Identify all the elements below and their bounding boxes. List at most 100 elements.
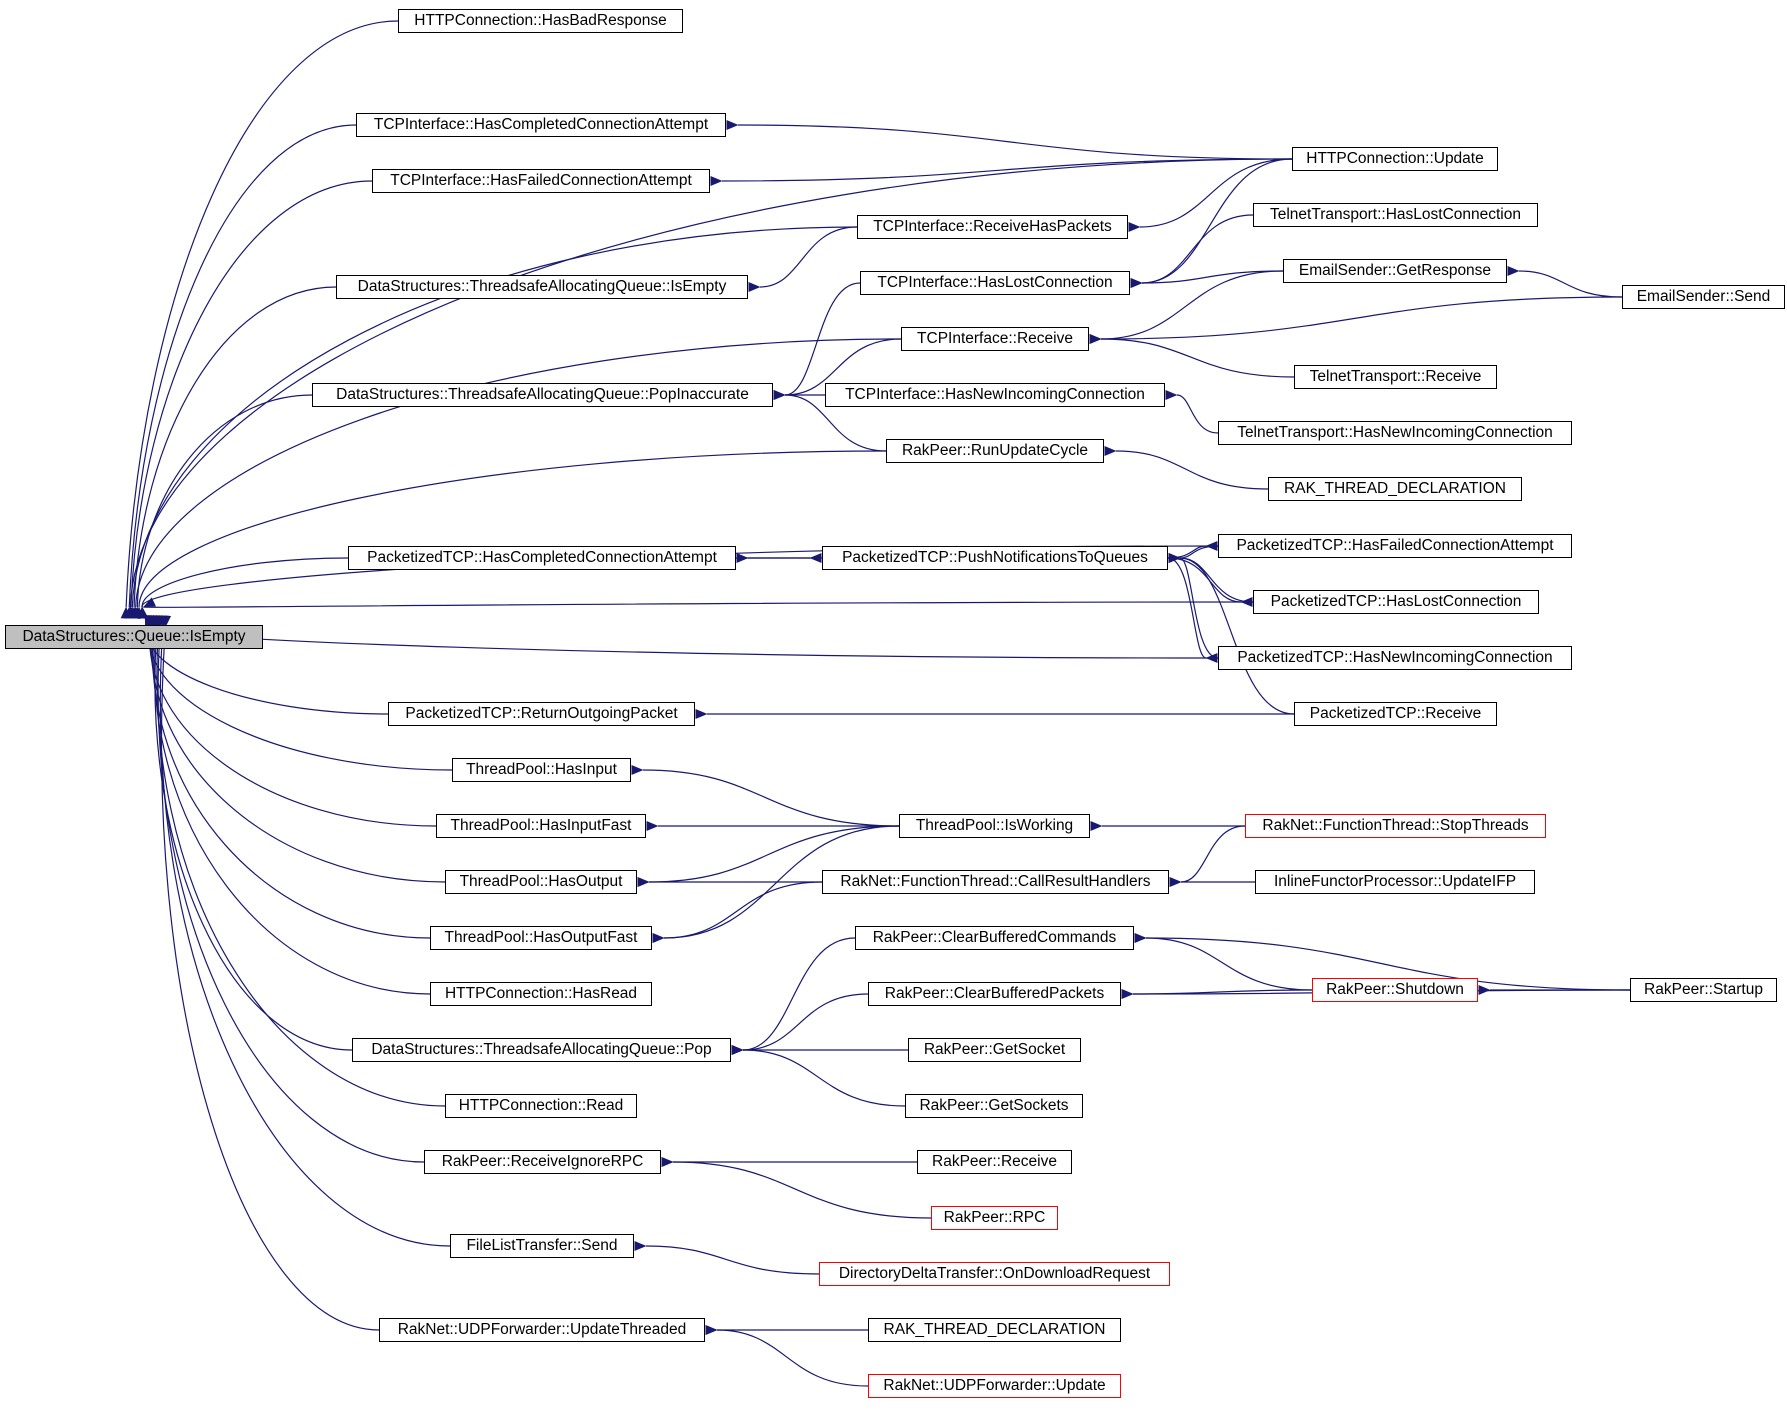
edge-ft-stopthreads-to-ft-callresult (1169, 825, 1246, 888)
edge-hc-read-to-root (154, 615, 446, 1107)
edge-hc-hasread-to-root (151, 615, 431, 995)
edge-rak-receiveignorerpc-to-root (156, 615, 425, 1163)
node-tt-receive[interactable]: TelnetTransport::Receive (1294, 365, 1497, 389)
node-rak-clearcmds[interactable]: RakPeer::ClearBufferedCommands (855, 926, 1134, 950)
edge-rak-shutdown-to-rak-clearcmds (1134, 932, 1313, 991)
edge-tcp-hasfailed-to-root (125, 180, 373, 619)
edge-ptcp-pushnotif-to-ptcp-hasnewincoming (1167, 557, 1218, 664)
edge-rak-getsockets-to-tsaq-pop (731, 1044, 906, 1107)
node-ft-callresult[interactable]: RakNet::FunctionThread::CallResultHandle… (822, 870, 1169, 894)
node-tp-hasinputfast[interactable]: ThreadPool::HasInputFast (436, 814, 646, 838)
node-ptcp-haslost[interactable]: PacketizedTCP::HasLostConnection (1253, 590, 1539, 614)
node-ptcp-returnoutgoing[interactable]: PacketizedTCP::ReturnOutgoingPacket (388, 702, 695, 726)
node-rak-clearpackets[interactable]: RakPeer::ClearBufferedPackets (868, 982, 1121, 1006)
node-rak-getsockets[interactable]: RakPeer::GetSockets (905, 1094, 1083, 1118)
node-ddt-ondownload[interactable]: DirectoryDeltaTransfer::OnDownloadReques… (819, 1262, 1170, 1286)
node-flt-send[interactable]: FileListTransfer::Send (450, 1234, 634, 1258)
node-udpf-updatethreaded[interactable]: RakNet::UDPForwarder::UpdateThreaded (379, 1318, 705, 1342)
edge-tp-hasoutput-to-root (147, 615, 446, 883)
edge-ptcp-haslost-to-root (142, 596, 1254, 608)
node-rak-receive[interactable]: RakPeer::Receive (917, 1150, 1072, 1174)
node-tp-hasoutput[interactable]: ThreadPool::HasOutput (445, 870, 637, 894)
edge-hc-update-to-tcp-hasfailed (710, 158, 1293, 187)
node-tcp-receivehaspackets[interactable]: TCPInterface::ReceiveHasPackets (857, 215, 1128, 239)
edge-es-send-to-tcp-receive (1089, 296, 1623, 345)
node-rak-startup[interactable]: RakPeer::Startup (1630, 978, 1777, 1002)
edge-hc-update-to-tcp-hascompleted (726, 119, 1293, 160)
node-tcp-hasfailed[interactable]: TCPInterface::HasFailedConnectionAttempt (372, 169, 710, 193)
edge-ptcp-receive-to-ptcp-pushnotif (1168, 552, 1295, 715)
edge-ptcp-hasnewincoming-to-ptcp-pushnotif (1168, 552, 1219, 659)
edge-hc-hasbadresponse-to-root (120, 20, 399, 619)
edge-tcp-receive-to-tsaq-popinaccurate (773, 338, 902, 401)
edge-ptcp-pushnotif-to-ptcp-haslost (1167, 557, 1253, 608)
node-rak-runupdatecycle[interactable]: RakPeer::RunUpdateCycle (886, 439, 1104, 463)
edge-ddt-ondownload-to-flt-send (634, 1240, 820, 1275)
edge-hc-update-to-tcp-receivehaspackets (1128, 158, 1293, 233)
edge-ft-callresult-to-tp-hasoutputfast (652, 881, 823, 944)
edge-rak-clearcmds-to-tsaq-pop (731, 937, 856, 1056)
node-tsaq-popinaccurate[interactable]: DataStructures::ThreadsafeAllocatingQueu… (312, 383, 773, 407)
node-rak-getsocket[interactable]: RakPeer::GetSocket (908, 1038, 1081, 1062)
edge-tt-haslost-to-tcp-haslost (1130, 214, 1254, 289)
node-ft-stopthreads[interactable]: RakNet::FunctionThread::StopThreads (1245, 814, 1546, 838)
node-tcp-hascompleted[interactable]: TCPInterface::HasCompletedConnectionAtte… (356, 113, 726, 137)
node-ptcp-hasfailed[interactable]: PacketizedTCP::HasFailedConnectionAttemp… (1218, 534, 1572, 558)
node-ifp-updateifp[interactable]: InlineFunctorProcessor::UpdateIFP (1255, 870, 1535, 894)
edge-es-send-to-es-getresponse (1507, 265, 1623, 298)
edge-tcp-haslost-to-tsaq-popinaccurate (773, 282, 861, 401)
edge-rak-runupdatecycle-to-root (133, 450, 887, 619)
node-ptcp-pushnotif[interactable]: PacketizedTCP::PushNotificationsToQueues (822, 546, 1168, 570)
edge-tt-hasnewincoming-to-tcp-hasnewincoming (1165, 389, 1219, 434)
node-hc-read[interactable]: HTTPConnection::Read (445, 1094, 637, 1118)
node-es-getresponse[interactable]: EmailSender::GetResponse (1283, 259, 1507, 283)
edge-rak-thread-decl1-to-rak-runupdatecycle (1104, 445, 1269, 490)
node-tt-haslost[interactable]: TelnetTransport::HasLostConnection (1253, 203, 1538, 227)
edge-udpf-updatethreaded-to-root (160, 615, 380, 1331)
node-rak-receiveignorerpc[interactable]: RakPeer::ReceiveIgnoreRPC (424, 1150, 661, 1174)
node-tcp-hasnewincoming[interactable]: TCPInterface::HasNewIncomingConnection (825, 383, 1165, 407)
node-tp-hasinput[interactable]: ThreadPool::HasInput (452, 758, 631, 782)
node-tsaq-isempty[interactable]: DataStructures::ThreadsafeAllocatingQueu… (336, 275, 748, 299)
edge-rak-clearpackets-to-tsaq-pop (731, 993, 869, 1056)
edge-rak-rpc-to-rak-receiveignorerpc (661, 1156, 932, 1219)
edge-tcp-hascompleted-to-root (123, 124, 357, 619)
edge-tsaq-pop-to-root (152, 615, 353, 1051)
node-hc-hasbadresponse[interactable]: HTTPConnection::HasBadResponse (398, 9, 683, 33)
node-rak-shutdown[interactable]: RakPeer::Shutdown (1312, 978, 1478, 1002)
node-tt-hasnewincoming[interactable]: TelnetTransport::HasNewIncomingConnectio… (1218, 421, 1572, 445)
edge-es-getresponse-to-tcp-receive (1089, 270, 1284, 345)
edge-tsaq-popinaccurate-to-root (132, 394, 313, 619)
edge-ptcp-hasnewincoming-to-root (144, 614, 1219, 659)
node-rak-thread-decl2[interactable]: RAK_THREAD_DECLARATION (868, 1318, 1121, 1342)
edge-tcp-receivehaspackets-to-tsaq-isempty (748, 226, 858, 293)
node-ptcp-receive[interactable]: PacketizedTCP::Receive (1294, 702, 1497, 726)
node-tp-hasoutputfast[interactable]: ThreadPool::HasOutputFast (430, 926, 652, 950)
node-udpf-update[interactable]: RakNet::UDPForwarder::Update (868, 1374, 1121, 1398)
edge-rak-runupdatecycle-to-tsaq-popinaccurate (773, 389, 887, 452)
node-rak-rpc[interactable]: RakPeer::RPC (931, 1206, 1058, 1230)
edge-tp-hasinputfast-to-root (146, 615, 437, 827)
node-hc-hasread[interactable]: HTTPConnection::HasRead (430, 982, 652, 1006)
node-ptcp-hasnewincoming[interactable]: PacketizedTCP::HasNewIncomingConnection (1218, 646, 1572, 670)
edge-flt-send-to-root (158, 615, 451, 1247)
edge-tp-hasoutputfast-to-root (149, 615, 431, 939)
edge-tp-isworking-to-tp-hasinput (631, 764, 900, 827)
node-root: DataStructures::Queue::IsEmpty (5, 625, 263, 649)
node-tcp-receive[interactable]: TCPInterface::Receive (901, 327, 1089, 351)
node-tp-isworking[interactable]: ThreadPool::IsWorking (899, 814, 1090, 838)
edge-tcp-receivehaspackets-to-root (126, 226, 858, 619)
edge-rak-startup-to-rak-clearcmds (1134, 932, 1631, 991)
edge-tt-receive-to-tcp-receive (1089, 333, 1295, 378)
edge-udpf-update-to-udpf-updatethreaded (705, 1324, 869, 1387)
edge-es-getresponse-to-tcp-haslost (1130, 270, 1284, 289)
node-ptcp-hascompleted[interactable]: PacketizedTCP::HasCompletedConnectionAtt… (348, 546, 736, 570)
node-tcp-haslost[interactable]: TCPInterface::HasLostConnection (860, 271, 1130, 295)
node-hc-update[interactable]: HTTPConnection::Update (1292, 147, 1498, 171)
node-es-send[interactable]: EmailSender::Send (1622, 285, 1785, 309)
edge-tsaq-isempty-to-root (128, 286, 337, 619)
node-rak-thread-decl1[interactable]: RAK_THREAD_DECLARATION (1268, 477, 1522, 501)
node-tsaq-pop[interactable]: DataStructures::ThreadsafeAllocatingQueu… (352, 1038, 731, 1062)
edge-tp-isworking-to-tp-hasoutput (637, 825, 900, 888)
